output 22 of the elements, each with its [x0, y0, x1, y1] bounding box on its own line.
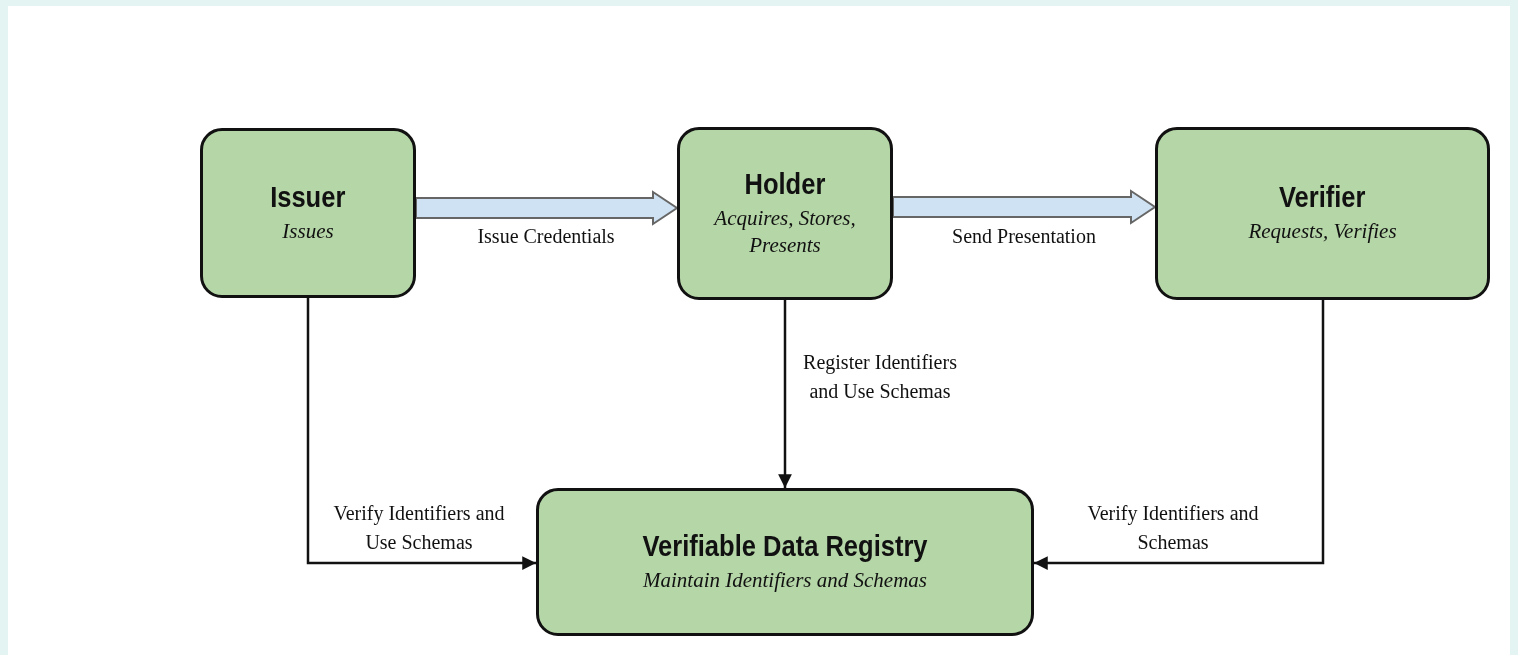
node-title: Issuer — [270, 180, 346, 214]
process-box — [677, 127, 893, 300]
node-subtitle: Acquires, Stores, Presents — [712, 204, 857, 259]
node-title: Verifier — [1279, 181, 1366, 215]
edge-label: Issue Credentials — [476, 224, 616, 249]
node-subtitle: Issues — [282, 217, 334, 245]
process-box — [200, 128, 416, 298]
edge-label: Register Identifiers and Use Schemas — [802, 350, 958, 404]
node-subtitle: Requests, Verifies — [1248, 218, 1397, 246]
process-box — [1155, 127, 1490, 300]
edge-label: Verify Identifiers and Schemas — [1086, 501, 1260, 555]
arrow — [1034, 300, 1325, 570]
edge-label: Send Presentation — [951, 224, 1097, 249]
block-arrow — [892, 189, 1157, 225]
edge-label: Verify Identifiers and Use Schemas — [332, 501, 506, 555]
node-title: Holder — [744, 167, 826, 201]
node-subtitle: Maintain Identifiers and Schemas — [642, 566, 927, 594]
arrow — [306, 298, 536, 570]
block-arrow — [415, 190, 679, 226]
process-box — [536, 488, 1034, 636]
arrow — [778, 300, 792, 488]
node-title: Verifiable Data Registry — [642, 529, 928, 563]
